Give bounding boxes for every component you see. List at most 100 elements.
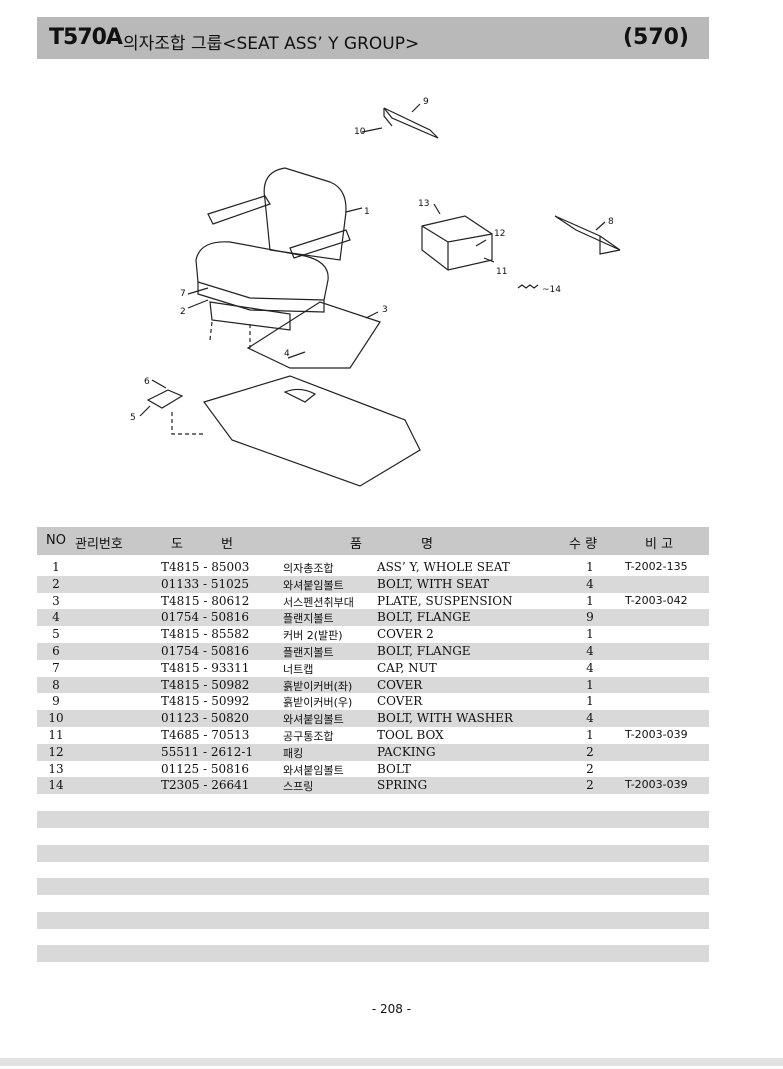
part-no: 8 bbox=[52, 677, 60, 692]
part-remark: T-2003-042 bbox=[625, 593, 688, 607]
part-quantity: 1 bbox=[586, 677, 594, 692]
group-code: T570A bbox=[49, 25, 123, 50]
part-name-english: COVER bbox=[377, 694, 423, 709]
callout-10: 10 bbox=[354, 127, 366, 137]
table-row: 11 T4685 - 70513 공구통조합 TOOL BOX 1 T-2003… bbox=[37, 727, 709, 744]
callout-6: 6 bbox=[144, 377, 150, 387]
part-no: 6 bbox=[52, 643, 60, 658]
empty-table-band bbox=[37, 811, 709, 828]
part-name-english: PLATE, SUSPENSION bbox=[377, 593, 513, 608]
part-drawing-number: 01754 - 50816 bbox=[161, 643, 250, 658]
part-name-english: ASS’ Y, WHOLE SEAT bbox=[377, 560, 510, 574]
part-quantity: 4 bbox=[586, 643, 594, 658]
part-name-english: BOLT bbox=[377, 761, 411, 776]
part-quantity: 1 bbox=[586, 560, 594, 574]
part-name-english: SPRING bbox=[377, 778, 428, 793]
table-row: 9 T4815 - 50992 흙받이커버(우) COVER 1 bbox=[37, 693, 709, 710]
table-row: 1 T4815 - 85003 의자총조합 ASS’ Y, WHOLE SEAT… bbox=[37, 559, 709, 576]
part-drawing-number: T4815 - 85582 bbox=[161, 627, 250, 642]
callout-2: 2 bbox=[180, 307, 186, 317]
part-name-english: PACKING bbox=[377, 744, 436, 759]
part-quantity: 1 bbox=[586, 593, 594, 608]
empty-table-band bbox=[37, 845, 709, 862]
parts-table-body: 1 T4815 - 85003 의자총조합 ASS’ Y, WHOLE SEAT… bbox=[37, 559, 709, 795]
group-title: 의자조합 그룹<SEAT ASS’ Y GROUP> bbox=[123, 34, 420, 54]
part-quantity: 1 bbox=[586, 694, 594, 709]
scan-edge bbox=[0, 1058, 783, 1066]
part-remark: T-2002-135 bbox=[625, 560, 688, 573]
part-remark: T-2003-039 bbox=[625, 778, 688, 792]
part-drawing-number: T4815 - 80612 bbox=[161, 593, 250, 608]
callout-4: 4 bbox=[284, 349, 290, 359]
part-no: 11 bbox=[48, 727, 64, 742]
part-name-english: BOLT, WITH SEAT bbox=[377, 576, 490, 591]
part-name-korean: 와셔붙임볼트 bbox=[283, 763, 344, 777]
part-drawing-number: T4815 - 85003 bbox=[161, 560, 250, 574]
part-name-english: BOLT, FLANGE bbox=[377, 610, 471, 625]
part-no: 7 bbox=[52, 660, 60, 675]
part-drawing-number: T4815 - 50992 bbox=[161, 694, 250, 709]
parts-table-header: NO 관리번호 도 번 품 명 수 량 비 고 bbox=[37, 527, 709, 555]
part-quantity: 1 bbox=[586, 727, 594, 742]
part-drawing-number: 01754 - 50816 bbox=[161, 610, 250, 625]
header-name-2: 명 bbox=[421, 537, 433, 552]
table-row: 8 T4815 - 50982 흙받이커버(좌) COVER 1 bbox=[37, 676, 709, 694]
table-row: 3 T4815 - 80612 서스펜션취부대 PLATE, SUSPENSIO… bbox=[37, 593, 709, 610]
part-name-korean: 패킹 bbox=[283, 746, 304, 760]
part-no: 3 bbox=[52, 593, 60, 608]
part-name-korean: 플랜지볼트 bbox=[283, 612, 334, 626]
part-name-korean: 커버 2(발판) bbox=[283, 629, 343, 643]
part-name-korean: 서스펜션취부대 bbox=[283, 595, 354, 609]
callout-9: 9 bbox=[423, 97, 429, 107]
header-dwg-2: 번 bbox=[221, 537, 233, 552]
table-row: 6 01754 - 50816 플랜지볼트 BOLT, FLANGE 4 bbox=[37, 642, 709, 660]
part-no: 10 bbox=[48, 711, 64, 726]
part-name-english: COVER bbox=[377, 677, 423, 692]
callout-12: 12 bbox=[494, 229, 505, 239]
empty-table-band bbox=[37, 878, 709, 895]
part-drawing-number: 01123 - 50820 bbox=[161, 711, 250, 726]
part-name-korean: 의자총조합 bbox=[283, 562, 334, 575]
part-no: 5 bbox=[52, 627, 60, 642]
part-quantity: 4 bbox=[586, 660, 594, 675]
part-no: 1 bbox=[52, 560, 60, 574]
callout-13: 13 bbox=[418, 199, 429, 209]
part-drawing-number: T4815 - 50982 bbox=[161, 677, 250, 692]
part-quantity: 2 bbox=[586, 778, 594, 793]
part-name-english: TOOL BOX bbox=[377, 727, 444, 742]
part-name-english: BOLT, FLANGE bbox=[377, 643, 471, 658]
part-name-korean: 스프링 bbox=[283, 780, 314, 794]
part-name-english: CAP, NUT bbox=[377, 660, 437, 675]
part-name-korean: 너트캡 bbox=[283, 662, 314, 676]
table-row: 5 T4815 - 85582 커버 2(발판) COVER 2 1 bbox=[37, 626, 709, 643]
part-quantity: 9 bbox=[586, 610, 594, 625]
table-row: 14 T2305 - 26641 스프링 SPRING 2 T-2003-039 bbox=[37, 777, 709, 795]
group-page-code: (570) bbox=[622, 25, 689, 50]
part-quantity: 4 bbox=[586, 576, 594, 591]
part-name-korean: 흙받이커버(우) bbox=[283, 696, 353, 710]
part-no: 12 bbox=[48, 744, 64, 759]
callout-11: 11 bbox=[496, 267, 507, 277]
callout-3: 3 bbox=[382, 305, 388, 315]
part-no: 4 bbox=[52, 610, 60, 625]
header-mgmt: 관리번호 bbox=[75, 537, 123, 552]
callout-8: 8 bbox=[608, 217, 614, 227]
part-drawing-number: 01133 - 51025 bbox=[161, 576, 250, 591]
part-no: 13 bbox=[48, 761, 64, 776]
part-drawing-number: T2305 - 26641 bbox=[161, 778, 250, 793]
table-row: 7 T4815 - 93311 너트캡 CAP, NUT 4 bbox=[37, 660, 709, 677]
callout-7: 7 bbox=[180, 289, 186, 299]
table-row: 10 01123 - 50820 와셔붙임볼트 BOLT, WITH WASHE… bbox=[37, 710, 709, 727]
header-no: NO bbox=[46, 533, 66, 548]
callout-5: 5 bbox=[130, 413, 136, 423]
empty-table-band bbox=[37, 912, 709, 929]
part-name-korean: 흙받이커버(좌) bbox=[283, 679, 353, 693]
part-name-english: BOLT, WITH WASHER bbox=[377, 711, 513, 726]
part-name-korean: 공구통조합 bbox=[283, 729, 334, 743]
page-header: T570A 의자조합 그룹<SEAT ASS’ Y GROUP> (570) bbox=[37, 17, 709, 59]
page-number: - 208 - bbox=[371, 1002, 412, 1016]
table-row: 13 01125 - 50816 와셔붙임볼트 BOLT 2 bbox=[37, 761, 709, 778]
part-quantity: 1 bbox=[586, 627, 594, 642]
callout-1: 1 bbox=[364, 207, 370, 217]
header-remark: 비 고 bbox=[645, 537, 674, 552]
